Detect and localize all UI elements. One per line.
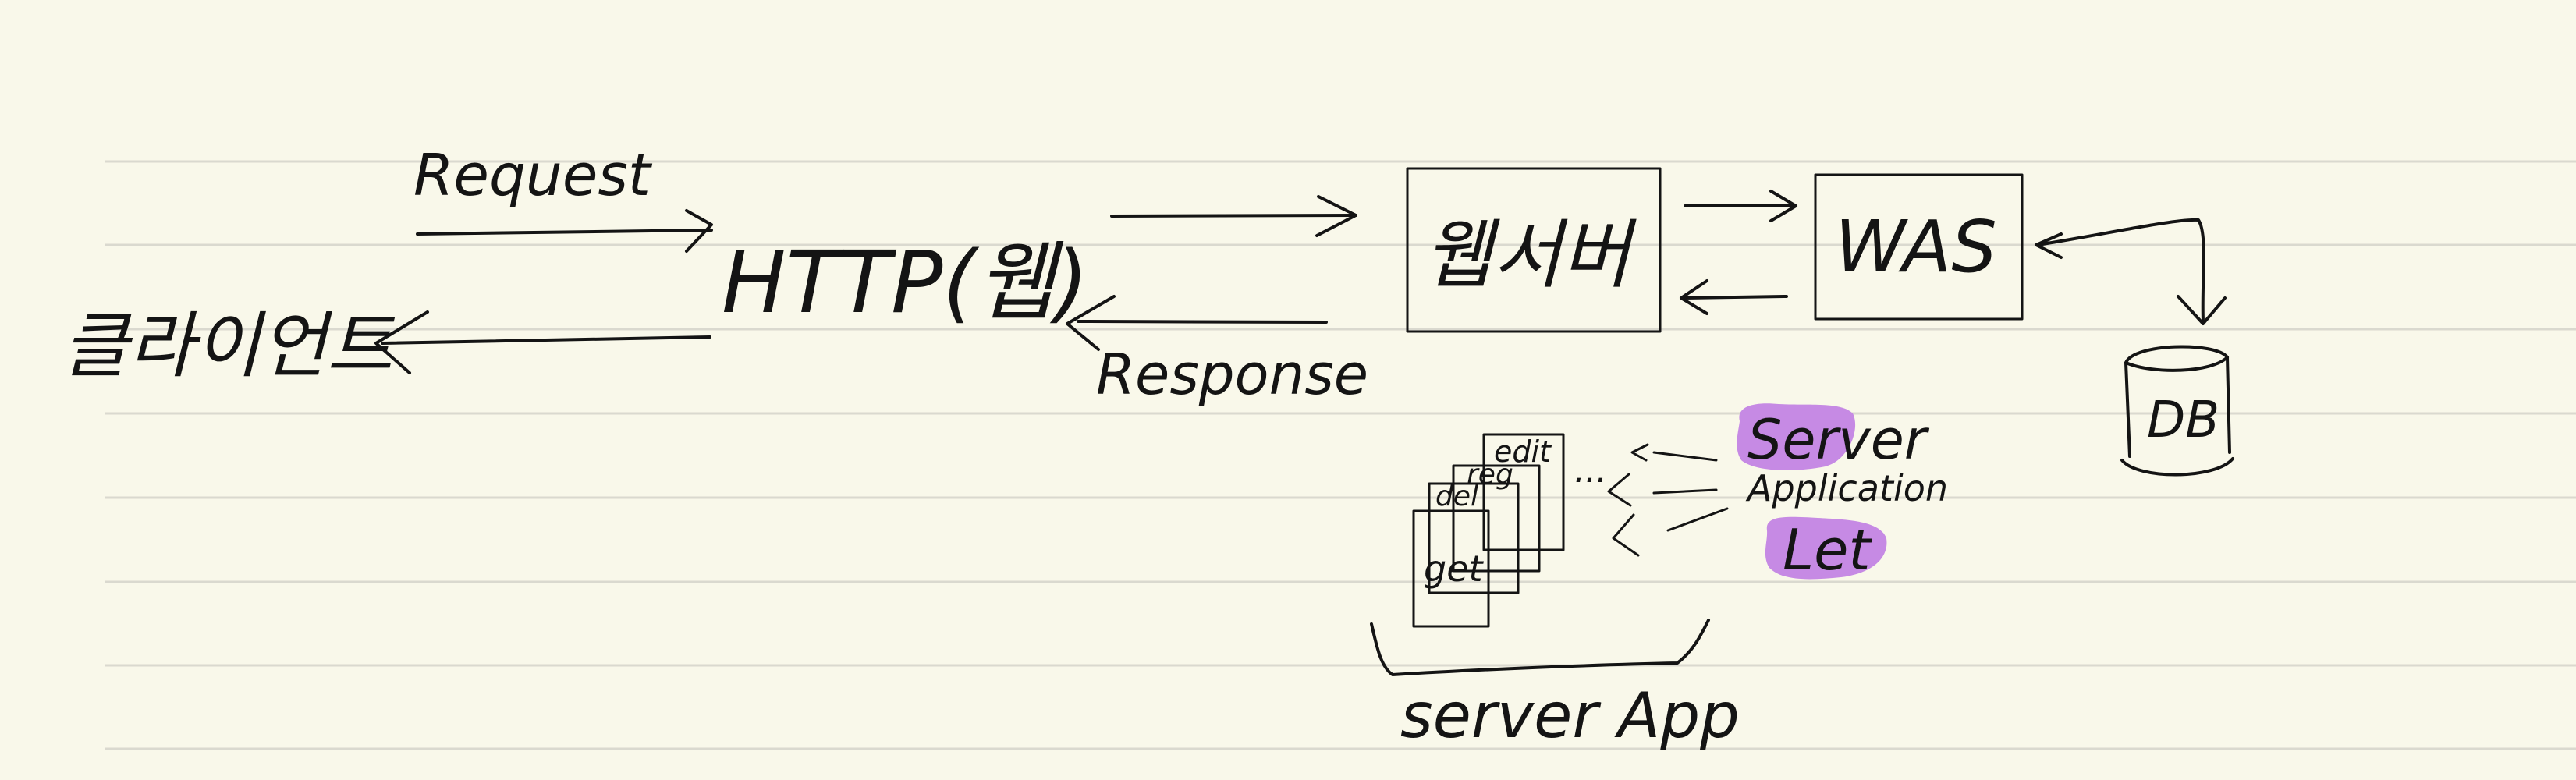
application-word-label: Application <box>1745 467 1948 509</box>
servlet-card-edit <box>1482 433 1565 551</box>
ellipsis-label: ... <box>1574 451 1607 491</box>
server-highlight <box>1737 403 1856 470</box>
response-to-client-arrow <box>374 310 711 374</box>
web-server-box <box>1406 167 1662 333</box>
servlet-card-del-label: del <box>1435 480 1478 512</box>
response-label: Response <box>1096 342 1368 407</box>
server-app-brace <box>1370 619 1710 676</box>
servlet-dispatch-arrows <box>1607 443 1729 557</box>
db-cylinder <box>2120 345 2234 477</box>
http-label: HTTP(웹) <box>722 232 1088 332</box>
server-app-label: server App <box>1400 679 1740 752</box>
was-box <box>1814 173 2024 321</box>
response-arrow <box>1066 295 1328 351</box>
server-word-label: Server <box>1747 408 1930 472</box>
servlet-card-edit-label: edit <box>1494 434 1552 469</box>
servlet-card-del <box>1428 482 1520 594</box>
servlet-card-stack: edit reg del get <box>1412 433 1565 628</box>
ruled-lines <box>105 160 2576 750</box>
servlet-card-get <box>1412 509 1490 628</box>
web-server-label: 웹서버 <box>1424 211 1637 299</box>
was-label: WAS <box>1835 205 1997 289</box>
db-label: DB <box>2147 392 2219 449</box>
was-to-webserver-arrow <box>1680 279 1788 315</box>
let-highlight <box>1765 516 1887 580</box>
webserver-to-was-arrow <box>1684 190 1797 222</box>
request-label: Request <box>413 142 653 209</box>
http-to-webserver-arrow <box>1110 195 1357 237</box>
client-label: 클라이언트 <box>62 304 396 388</box>
was-db-connector <box>2035 218 2227 325</box>
servlet-card-reg-label: reg <box>1467 459 1513 491</box>
servlet-card-get-label: get <box>1424 548 1485 590</box>
request-arrow <box>416 209 713 253</box>
servlet-card-reg <box>1452 464 1541 573</box>
let-word-label: Let <box>1783 517 1872 583</box>
